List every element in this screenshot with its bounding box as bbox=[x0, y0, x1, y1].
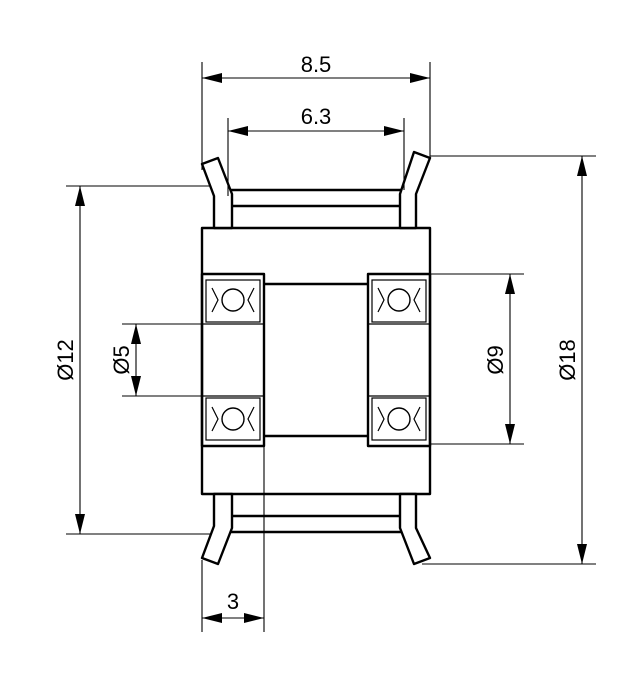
dim-inner-width-label: 6.3 bbox=[301, 104, 332, 129]
dim-bore-diameter-label: Ø5 bbox=[109, 345, 134, 374]
bottom-hub-tube bbox=[224, 514, 406, 534]
dim-body-diameter-label: Ø12 bbox=[53, 339, 78, 381]
flange-bottom-right bbox=[398, 492, 432, 566]
bearing-balls bbox=[211, 287, 421, 432]
dim-flange-diameter-label: Ø18 bbox=[555, 339, 580, 381]
bearing-left-races bbox=[202, 279, 264, 441]
top-hub-tube bbox=[224, 188, 406, 208]
flange-top-left bbox=[200, 156, 234, 230]
bore-outline bbox=[264, 282, 368, 438]
flange-bottom-left bbox=[200, 492, 234, 566]
dim-bearing-outer-diameter-label: Ø9 bbox=[483, 345, 508, 374]
bearing-left bbox=[200, 272, 266, 448]
pulley-body-outline bbox=[200, 226, 432, 496]
extension-lines bbox=[66, 62, 596, 632]
bearing-right bbox=[366, 272, 432, 448]
dim-inner-width: 6.3 bbox=[228, 104, 404, 136]
dim-flange-diameter: Ø18 bbox=[555, 156, 587, 564]
dim-overall-width: 8.5 bbox=[202, 52, 430, 83]
dim-bearing-width: 3 bbox=[202, 589, 264, 623]
dim-body-diameter: Ø12 bbox=[53, 186, 85, 534]
dim-bearing-outer-diameter: Ø9 bbox=[483, 274, 515, 444]
dim-bore-diameter: Ø5 bbox=[109, 324, 141, 396]
bearing-right-races bbox=[368, 279, 430, 441]
dim-bearing-width-label: 3 bbox=[227, 589, 239, 614]
dim-overall-width-label: 8.5 bbox=[301, 52, 332, 77]
